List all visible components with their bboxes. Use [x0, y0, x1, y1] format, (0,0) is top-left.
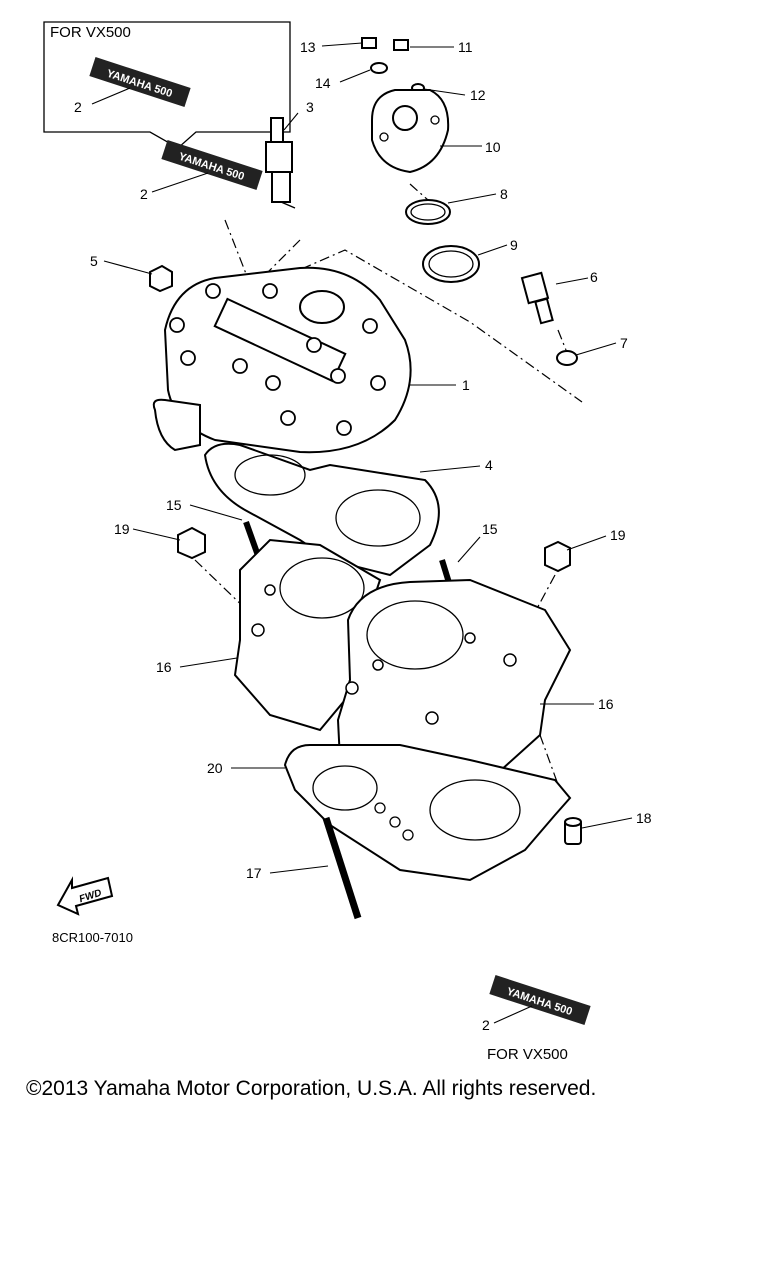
callout-10: 10 [485, 139, 501, 155]
spark-plug [265, 117, 296, 209]
inset-vx500-top: FOR VX500 YAMAHA 500 [43, 21, 291, 149]
callout-19-right: 19 [610, 527, 626, 543]
copyright-notice: ©2013 Yamaha Motor Corporation, U.S.A. A… [26, 1077, 597, 1100]
thermostat-cover [371, 89, 450, 174]
callout-2-bottom: 2 [482, 1017, 490, 1033]
nut-19-left [177, 526, 206, 560]
fwd-arrow: FWD [56, 876, 114, 916]
cylinder-head [152, 266, 412, 454]
dowel-18 [564, 817, 582, 845]
callout-2-inset: 2 [74, 99, 82, 115]
nut-19-right [544, 540, 571, 573]
base-gasket [283, 744, 572, 882]
decal-bottom: YAMAHA 500 [489, 975, 591, 1025]
callout-16-left: 16 [156, 659, 172, 675]
callout-8: 8 [500, 186, 508, 202]
temp-sensor [520, 271, 578, 366]
callout-20: 20 [207, 760, 223, 776]
inset-title: FOR VX500 [50, 24, 131, 41]
callout-11: 11 [458, 39, 473, 55]
callout-1: 1 [462, 377, 470, 393]
callout-6: 6 [590, 269, 598, 285]
nut-5 [149, 264, 173, 293]
callout-3: 3 [306, 99, 314, 115]
callout-labels: 13 11 14 12 3 10 8 9 6 7 5 1 4 15 15 19 … [74, 39, 652, 1033]
callout-7: 7 [620, 335, 628, 351]
callout-18: 18 [636, 810, 652, 826]
callout-17: 17 [246, 865, 262, 881]
callout-2-middle: 2 [140, 186, 148, 202]
callout-19-left: 19 [114, 521, 130, 537]
bottom-inset-caption: FOR VX500 [487, 1046, 568, 1063]
leader-lines [91, 42, 633, 1024]
diagram-code: 8CR100-7010 [52, 930, 133, 945]
bolts-top [361, 37, 425, 93]
callout-16-right: 16 [598, 696, 614, 712]
callout-5: 5 [90, 253, 98, 269]
callout-13: 13 [300, 39, 316, 55]
exploded-parts-diagram: FOR VX500 YAMAHA 500 YAMAHA 500 YAMAHA 5… [43, 21, 652, 1063]
head-gasket [203, 442, 440, 577]
decal-part-2: YAMAHA 500 [161, 140, 263, 190]
callout-14: 14 [315, 75, 331, 91]
callout-4: 4 [485, 457, 493, 473]
decal-inset: YAMAHA 500 [89, 57, 191, 107]
thermostat-9 [422, 245, 480, 283]
callout-15-right: 15 [482, 521, 498, 537]
callout-9: 9 [510, 237, 518, 253]
callout-15-left: 15 [166, 497, 182, 513]
stud-17 [322, 816, 362, 920]
callout-12: 12 [470, 87, 486, 103]
